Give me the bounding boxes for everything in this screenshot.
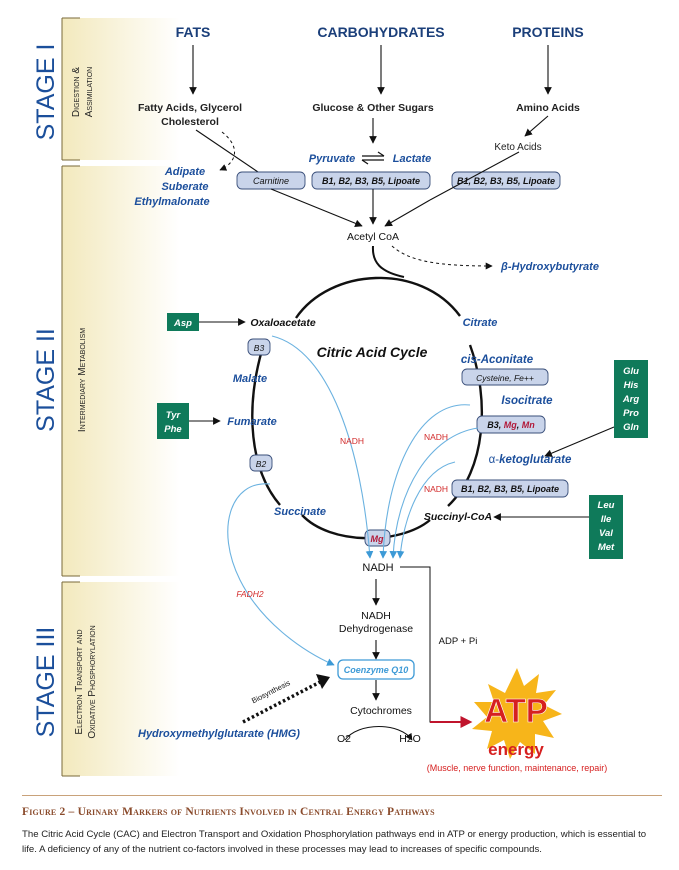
b3-box	[247, 338, 271, 356]
met-label: Met	[598, 542, 615, 553]
akg-b-vitamins-label: B1, B2, B3, B5, Lipoate	[461, 484, 559, 494]
nadh-label-1: NADH	[340, 436, 364, 446]
stage-1-band	[61, 17, 180, 161]
suberate-label: Suberate	[161, 181, 208, 193]
protein-b-vitamins-box	[451, 171, 561, 190]
caption-divider	[22, 795, 662, 796]
cysteine-fe-label: Cysteine, Fe++	[476, 373, 534, 383]
equilibrium-arrows-icon	[361, 151, 385, 165]
lactate-label: Lactate	[393, 153, 432, 165]
cysteine-fe-box	[461, 368, 549, 386]
glucose-label: Glucose & Other Sugars	[312, 102, 434, 114]
adipate-label: Adipate	[164, 166, 205, 178]
keto-acids-label: Keto Acids	[494, 142, 541, 153]
pyruvate-label: Pyruvate	[309, 153, 355, 165]
gln-label: Gln	[623, 422, 639, 433]
b2-box	[249, 454, 273, 472]
electron-flow-lines	[227, 335, 479, 666]
energy-note: (Muscle, nerve function, maintenance, re…	[427, 763, 608, 773]
phe-label: Phe	[164, 424, 182, 435]
nadh-main-label: NADH	[362, 562, 393, 574]
beta-hydroxybutyrate-label: β-Hydroxybutyrate	[500, 261, 599, 273]
nadh-dehydrogenase-label-1: NADH	[361, 610, 391, 622]
stage-3-subtitle: Electron Transport and	[74, 629, 85, 734]
fumarate-label: Fumarate	[227, 416, 277, 428]
cis-aconitate-label: cis-Aconitate	[461, 354, 534, 366]
stage-2-label: STAGE II	[32, 328, 60, 432]
stage-2-band	[61, 165, 180, 577]
proteins-label: PROTEINS	[512, 24, 584, 40]
stage-1-label: STAGE I	[32, 44, 60, 141]
o2-label: O2	[337, 733, 351, 745]
pro-label: Pro	[623, 408, 639, 419]
arg-label: Arg	[622, 394, 640, 405]
atp-starburst-icon	[472, 668, 562, 759]
glu-group-box	[614, 360, 648, 438]
figure-caption: Figure 2 – Urinary Markers of Nutrients …	[22, 806, 662, 857]
h2o-label: H2O	[399, 733, 421, 745]
succinyl-coa-label: Succinyl-CoA	[424, 511, 492, 523]
succinate-label: Succinate	[274, 506, 326, 518]
tyr-label: Tyr	[166, 410, 182, 421]
stage-3-subtitle-2: Oxidative Phosphorylation	[87, 625, 98, 738]
isocitrate-cofactor-label: B3, Mg, Mn	[487, 420, 535, 430]
fatty-acids-label: Fatty Acids, Glycerol	[138, 102, 242, 114]
carb-b-vitamins-box	[311, 171, 431, 190]
carb-b-vitamins-label: B1, B2, B3, B5, Lipoate	[322, 176, 420, 186]
citric-acid-cycle-title: Citric Acid Cycle	[317, 344, 428, 360]
carbohydrates-label: CARBOHYDRATES	[317, 24, 444, 40]
leu-label: Leu	[598, 500, 615, 511]
coenzyme-q10-label: Coenzyme Q10	[344, 665, 409, 675]
cytochromes-label: Cytochromes	[350, 705, 412, 717]
stage-3-label: STAGE III	[32, 627, 60, 738]
protein-b-vitamins-label: B1, B2, B3, B5, Lipoate	[457, 176, 555, 186]
b2-label: B2	[256, 459, 267, 469]
asp-box	[167, 313, 199, 331]
adp-pi-label: ADP + Pi	[439, 636, 478, 647]
val-label: Val	[599, 528, 613, 539]
stage-3-band	[61, 581, 180, 777]
isocitrate-label: Isocitrate	[501, 395, 553, 407]
oxaloacetate-label: Oxaloacetate	[250, 317, 316, 329]
nadh-dehydrogenase-label-2: Dehydrogenase	[339, 623, 413, 635]
fats-label: FATS	[176, 24, 211, 40]
citric-acid-cycle-ring	[251, 245, 483, 540]
tyr-phe-box	[157, 403, 189, 439]
isocitrate-cofactor-box	[476, 415, 546, 434]
ile-label: Ile	[601, 514, 612, 525]
amino-acids-label: Amino Acids	[516, 102, 580, 114]
ethylmalonate-label: Ethylmalonate	[134, 196, 209, 208]
acetyl-coa-label: Acetyl CoA	[347, 231, 399, 243]
glu-label: Glu	[623, 366, 639, 377]
stage-1-subtitle: Digestion &	[71, 67, 82, 117]
energy-pathway-diagram: STAGE I Digestion & Assimilation STAGE I…	[32, 17, 648, 777]
fadh2-label: FADH2	[236, 589, 264, 599]
leu-group-box	[589, 495, 623, 559]
his-label: His	[624, 380, 639, 391]
mg-label: Mg	[371, 534, 384, 544]
alpha-ketoglutarate-label: α-ketoglutarate	[489, 454, 572, 466]
nadh-label-3: NADH	[424, 484, 448, 494]
energy-label: energy	[488, 740, 544, 759]
citrate-label: Citrate	[463, 317, 498, 329]
cholesterol-label: Cholesterol	[161, 116, 219, 128]
akg-b-vitamins-box	[451, 479, 569, 498]
stage-2-subtitle: Intermediary Metabolism	[77, 328, 88, 432]
hmg-label: Hydroxymethylglutarate (HMG)	[138, 728, 300, 740]
malate-label: Malate	[233, 373, 267, 385]
atp-label: ATP	[484, 692, 548, 729]
caption-title: Figure 2 – Urinary Markers of Nutrients …	[22, 806, 435, 818]
carnitine-label: Carnitine	[253, 176, 289, 186]
asp-label: Asp	[173, 318, 192, 329]
nadh-label-2: NADH	[424, 432, 448, 442]
caption-text: The Citric Acid Cycle (CAC) and Electron…	[22, 829, 647, 855]
b3-label: B3	[254, 343, 265, 353]
stage-1-subtitle-2: Assimilation	[84, 67, 95, 118]
coenzyme-q10-box	[337, 659, 415, 680]
